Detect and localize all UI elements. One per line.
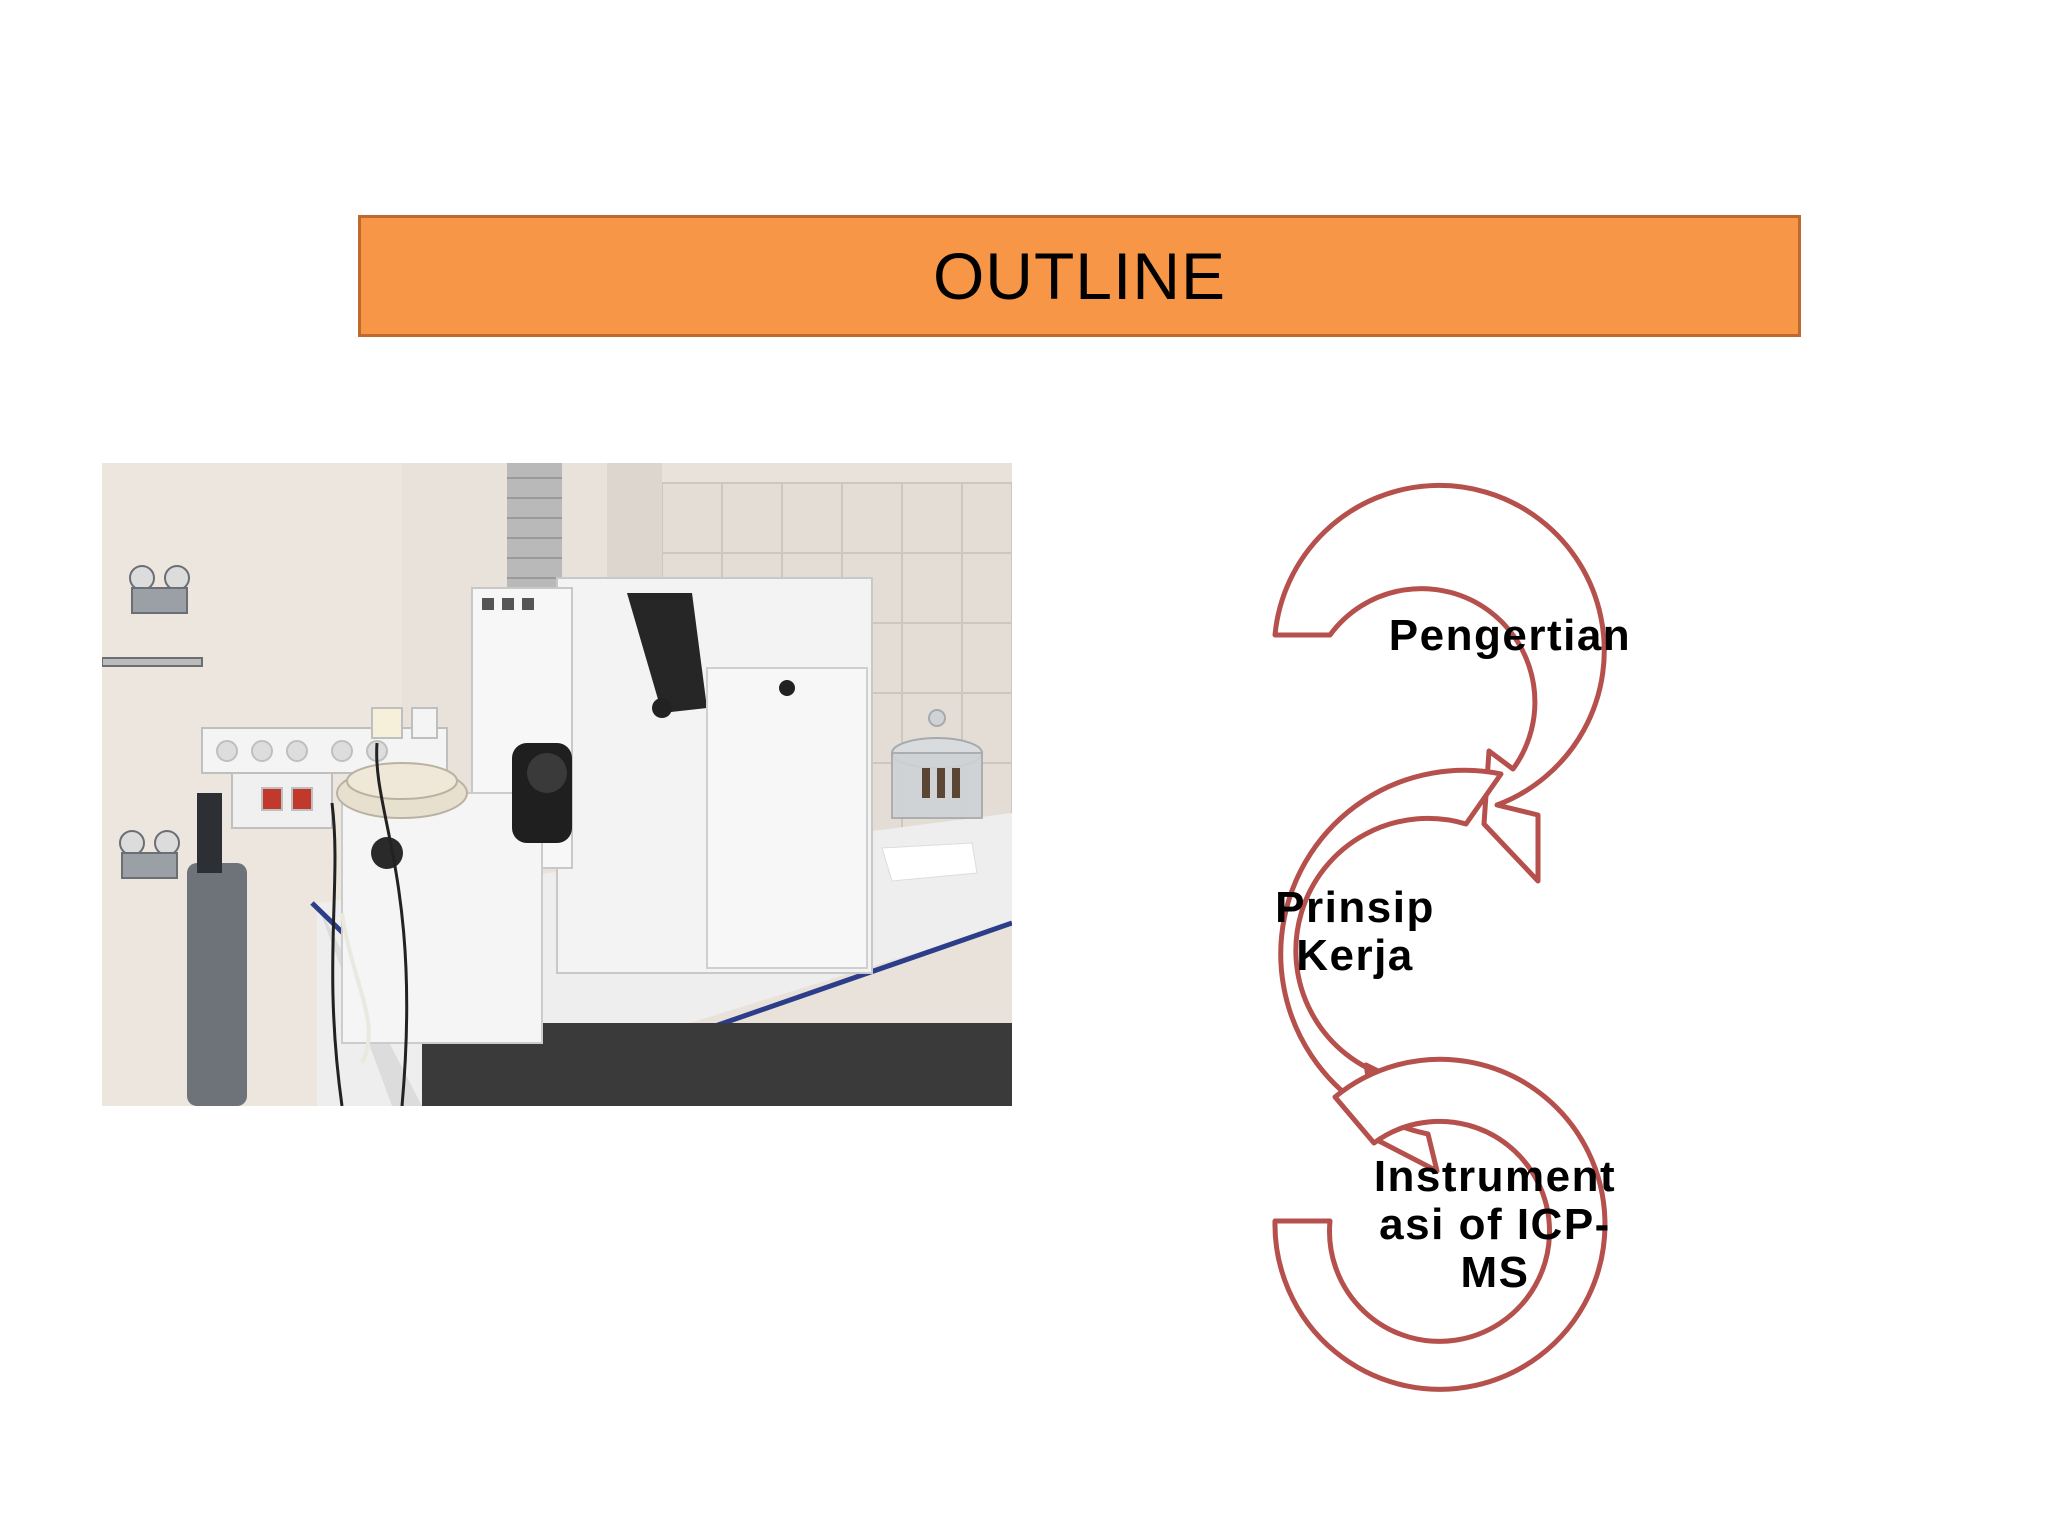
title-banner: OUTLINE (358, 215, 1801, 337)
cycle-node-1-label: Pengertian (1388, 611, 1632, 660)
icp-ms-instrument-photo (102, 463, 1012, 1106)
exhaust-duct (507, 463, 562, 593)
cycle-arrow-2 (1278, 767, 1504, 1174)
cycle-node-3-label: Instrument asi of ICP- MS (1373, 1152, 1617, 1297)
cycle-arrow-3 (1272, 1056, 1608, 1392)
outline-cycle-diagram (1272, 482, 1608, 1392)
slide-title: OUTLINE (932, 239, 1227, 313)
gas-cylinder (187, 863, 247, 1106)
cycle-node-2-label: Prinsip Kerja (1275, 883, 1435, 980)
autosampler (336, 743, 572, 1044)
lab-photo-illustration (102, 463, 1012, 1106)
icp-ms-body (471, 577, 873, 974)
gas-regulator (102, 565, 203, 879)
desiccator (891, 709, 983, 819)
cycle-arrow-1 (1272, 482, 1607, 884)
